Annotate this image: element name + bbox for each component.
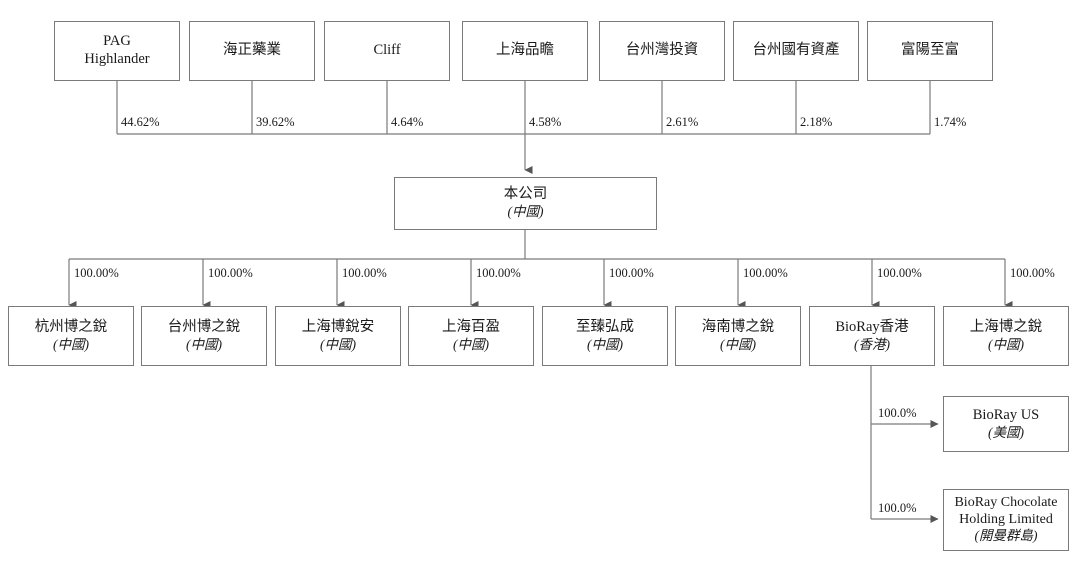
shareholder-box-cliff[interactable]: Cliff <box>324 21 450 81</box>
shareholder-name: 海正藥業 <box>223 42 281 59</box>
subsidiary-box-hainan-bozhirui[interactable]: 海南博之銳 (中國) <box>675 306 801 366</box>
subsidiary-jurisdiction: (中國) <box>587 336 623 352</box>
subsidiary-box-bioray-hongkong[interactable]: BioRay香港 (香港) <box>809 306 935 366</box>
subsidiary-name: 海南博之銳 <box>701 318 775 335</box>
ownership-percent-shanghai-boruian: 100.00% <box>342 266 387 280</box>
subsidiary-box-zhizhen-hongcheng[interactable]: 至臻弘成 (中國) <box>542 306 668 366</box>
ownership-percent-zhizhen-hongcheng: 100.00% <box>609 266 654 280</box>
subsidiary-name: 至臻弘成 <box>576 318 634 335</box>
subsidiary-jurisdiction: (中國) <box>186 336 222 352</box>
shareholder-box-fuyang-zhifu[interactable]: 富陽至富 <box>867 21 993 81</box>
ownership-percent-bioray-chocolate-holding: 100.0% <box>878 501 917 515</box>
company-jurisdiction: (中國) <box>507 204 544 220</box>
subsidiary-name: 台州博之銳 <box>167 318 241 335</box>
shareholding-percent-fuyang-zhifu: 1.74% <box>934 115 967 129</box>
ownership-percent-hainan-bozhirui: 100.00% <box>743 266 788 280</box>
shareholder-box-pag-highlander[interactable]: PAG Highlander <box>54 21 180 81</box>
subsidiary-box-shanghai-boruian[interactable]: 上海博銳安 (中國) <box>275 306 401 366</box>
company-name: 本公司 <box>503 186 548 203</box>
subsidiary-jurisdiction: (開曼群島) <box>974 528 1038 544</box>
subsidiary-box-hangzhou-bozhirui[interactable]: 杭州博之銳 (中國) <box>8 306 134 366</box>
subsidiary-box-taizhou-bozhirui[interactable]: 台州博之銳 (中國) <box>141 306 267 366</box>
subsidiary-name: BioRay Chocolate Holding Limited <box>954 495 1058 527</box>
subsidiary-name: BioRay香港 <box>835 318 909 335</box>
shareholding-percent-taizhouwan-touzi: 2.61% <box>666 115 699 129</box>
ownership-percent-shanghai-baiying: 100.00% <box>476 266 521 280</box>
shareholder-name: 富陽至富 <box>901 42 959 59</box>
shareholding-percent-taizhou-guoyou-zichan: 2.18% <box>800 115 833 129</box>
subsidiary-name: 杭州博之銳 <box>34 318 108 335</box>
subsidiary-jurisdiction: (香港) <box>854 336 890 352</box>
shareholding-percent-cliff: 4.64% <box>391 115 424 129</box>
shareholder-name-line1: PAG <box>103 33 131 50</box>
shareholder-name: 台州國有資產 <box>752 42 840 59</box>
subsidiary-jurisdiction: (美國) <box>988 424 1024 440</box>
ownership-percent-bioray-us: 100.0% <box>878 406 917 420</box>
subsidiary-box-shanghai-bozhirui[interactable]: 上海博之銳 (中國) <box>943 306 1069 366</box>
subsidiary-jurisdiction: (中國) <box>320 336 356 352</box>
shareholder-box-haizheng[interactable]: 海正藥業 <box>189 21 315 81</box>
ownership-percent-bioray-hongkong: 100.00% <box>877 266 922 280</box>
shareholder-name: 上海品瞻 <box>496 42 554 59</box>
ownership-percent-taizhou-bozhirui: 100.00% <box>208 266 253 280</box>
shareholding-percent-haizheng: 39.62% <box>256 115 295 129</box>
subsidiary-jurisdiction: (中國) <box>720 336 756 352</box>
subsidiary-jurisdiction: (中國) <box>53 336 89 352</box>
subsidiary-name: 上海百盈 <box>442 318 500 335</box>
subsidiary-jurisdiction: (中國) <box>988 336 1024 352</box>
subsidiary-name: BioRay US <box>972 406 1040 423</box>
shareholder-box-shanghai-pinzhan[interactable]: 上海品瞻 <box>462 21 588 81</box>
subsidiary-name: 上海博銳安 <box>301 318 375 335</box>
shareholder-name: Cliff <box>373 42 401 59</box>
company-box[interactable]: 本公司 (中國) <box>394 177 657 230</box>
subsidiary-box-shanghai-baiying[interactable]: 上海百盈 (中國) <box>408 306 534 366</box>
shareholder-box-taizhouwan-touzi[interactable]: 台州灣投資 <box>599 21 725 81</box>
subsidiary-box-bioray-us[interactable]: BioRay US (美國) <box>943 396 1069 452</box>
shareholder-name-line2: Highlander <box>84 51 150 67</box>
shareholding-percent-pag-highlander: 44.62% <box>121 115 160 129</box>
ownership-percent-shanghai-bozhirui: 100.00% <box>1010 266 1055 280</box>
shareholder-box-taizhou-guoyou-zichan[interactable]: 台州國有資產 <box>733 21 859 81</box>
subsidiary-jurisdiction: (中國) <box>453 336 489 352</box>
shareholder-name: 台州灣投資 <box>625 42 699 59</box>
subsidiary-box-bioray-chocolate-holding[interactable]: BioRay Chocolate Holding Limited (開曼群島) <box>943 489 1069 551</box>
shareholding-percent-shanghai-pinzhan: 4.58% <box>529 115 562 129</box>
subsidiary-name: 上海博之銳 <box>969 318 1043 335</box>
ownership-percent-hangzhou-bozhirui: 100.00% <box>74 266 119 280</box>
